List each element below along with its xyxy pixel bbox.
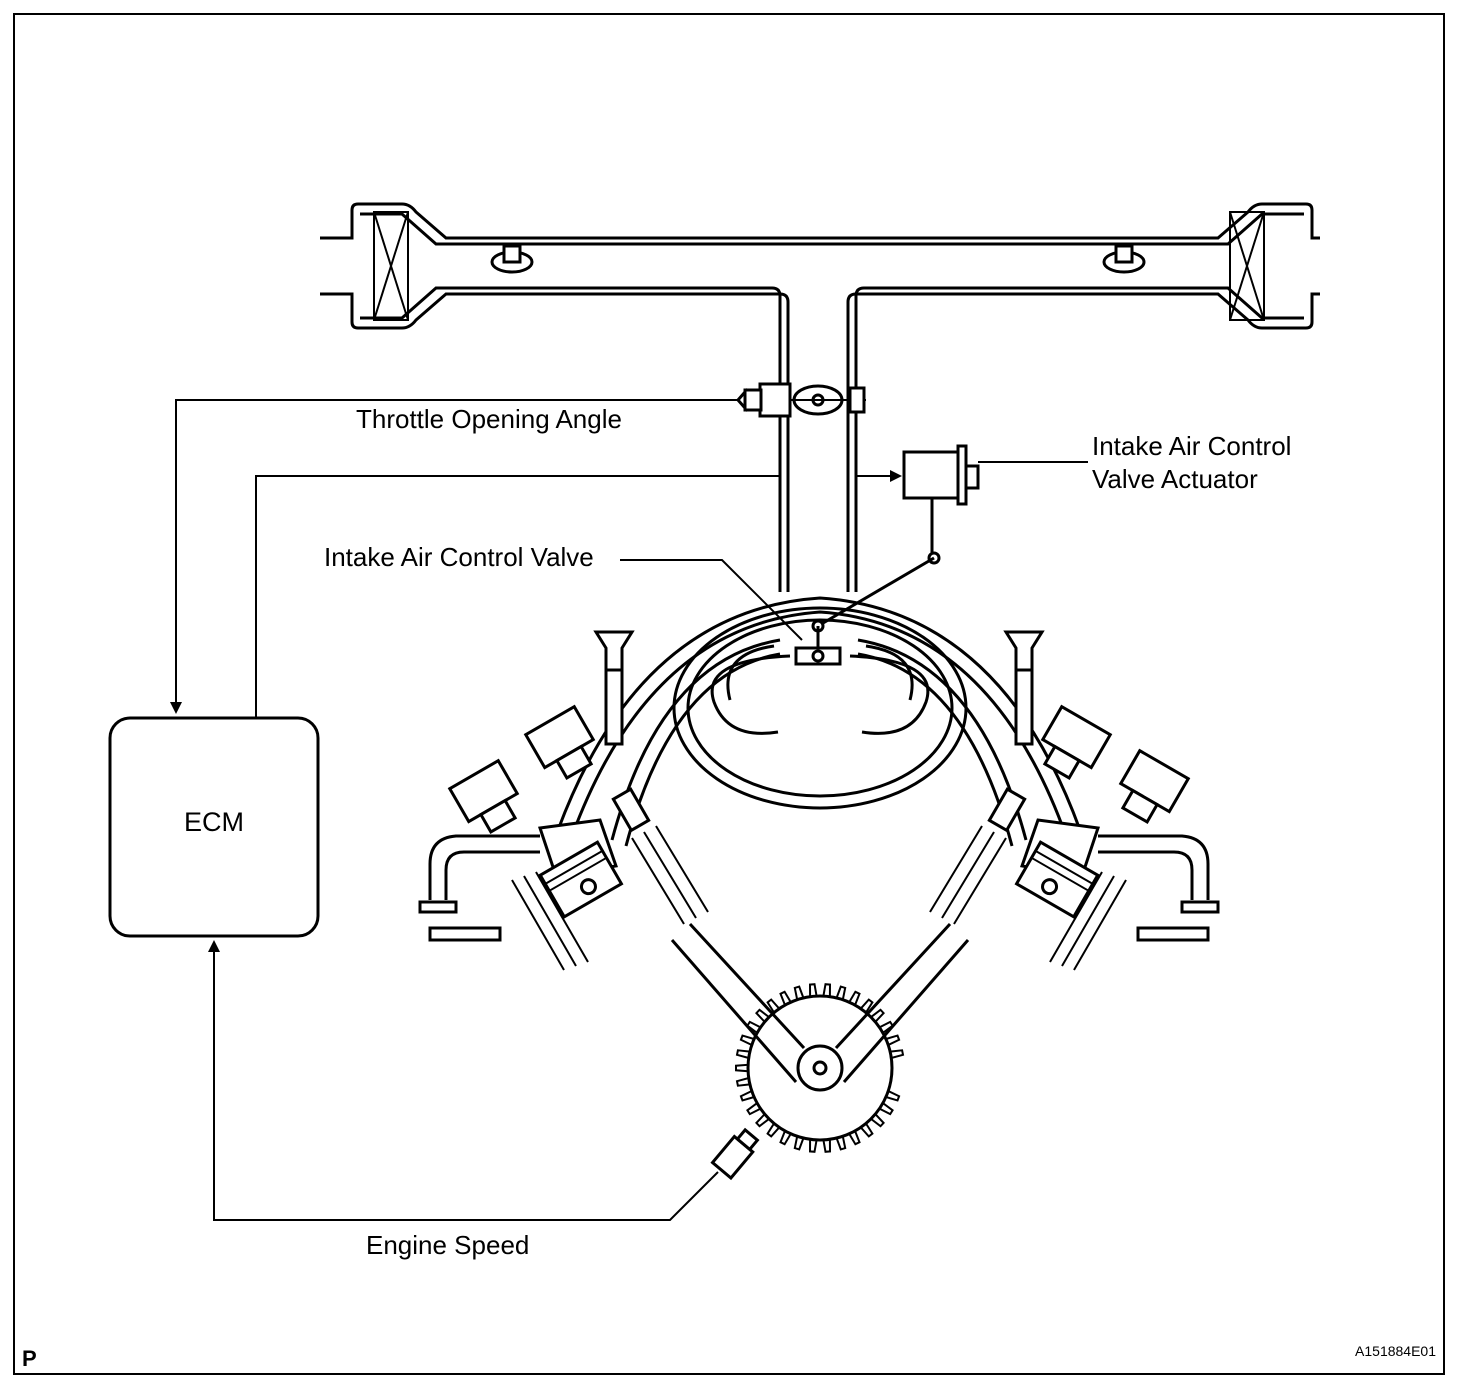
throttle-signal-wire <box>170 399 738 714</box>
engine-speed-label: Engine Speed <box>366 1230 529 1260</box>
left-cylinder-bank <box>418 630 709 971</box>
crankshaft-assembly <box>670 922 970 1181</box>
right-air-filter <box>1229 211 1265 321</box>
intake-plenum-loop <box>672 606 968 810</box>
figure-id: A151884E01 <box>1355 1343 1436 1359</box>
right-cylinder-bank <box>929 630 1220 971</box>
ecm-box: ECM <box>108 716 320 938</box>
actuator-label-line2: Valve Actuator <box>1092 464 1258 494</box>
left-injector <box>604 668 624 746</box>
corner-letter: P <box>22 1346 37 1371</box>
left-air-filter <box>373 211 409 321</box>
intake-air-control-valve-label: Intake Air Control Valve <box>324 542 594 572</box>
intake-plenum <box>320 202 1320 592</box>
ecm-label: ECM <box>184 807 244 837</box>
rotor-tooth <box>735 1063 750 1073</box>
engine-speed-signal-wire <box>208 940 719 1221</box>
throttle-opening-angle-label: Throttle Opening Angle <box>356 404 622 434</box>
throttle-position-sensor <box>758 382 792 418</box>
intake-air-control-valve-actuator <box>811 444 980 656</box>
left-knock-sensor <box>611 787 651 833</box>
right-injector <box>1014 668 1034 746</box>
diagram-frame <box>13 13 1445 1375</box>
actuator-label-line1: Intake Air Control <box>1092 431 1291 461</box>
ecm-to-actuator-wire <box>255 475 780 718</box>
right-knock-sensor <box>987 787 1027 833</box>
throttle-body <box>736 382 866 418</box>
